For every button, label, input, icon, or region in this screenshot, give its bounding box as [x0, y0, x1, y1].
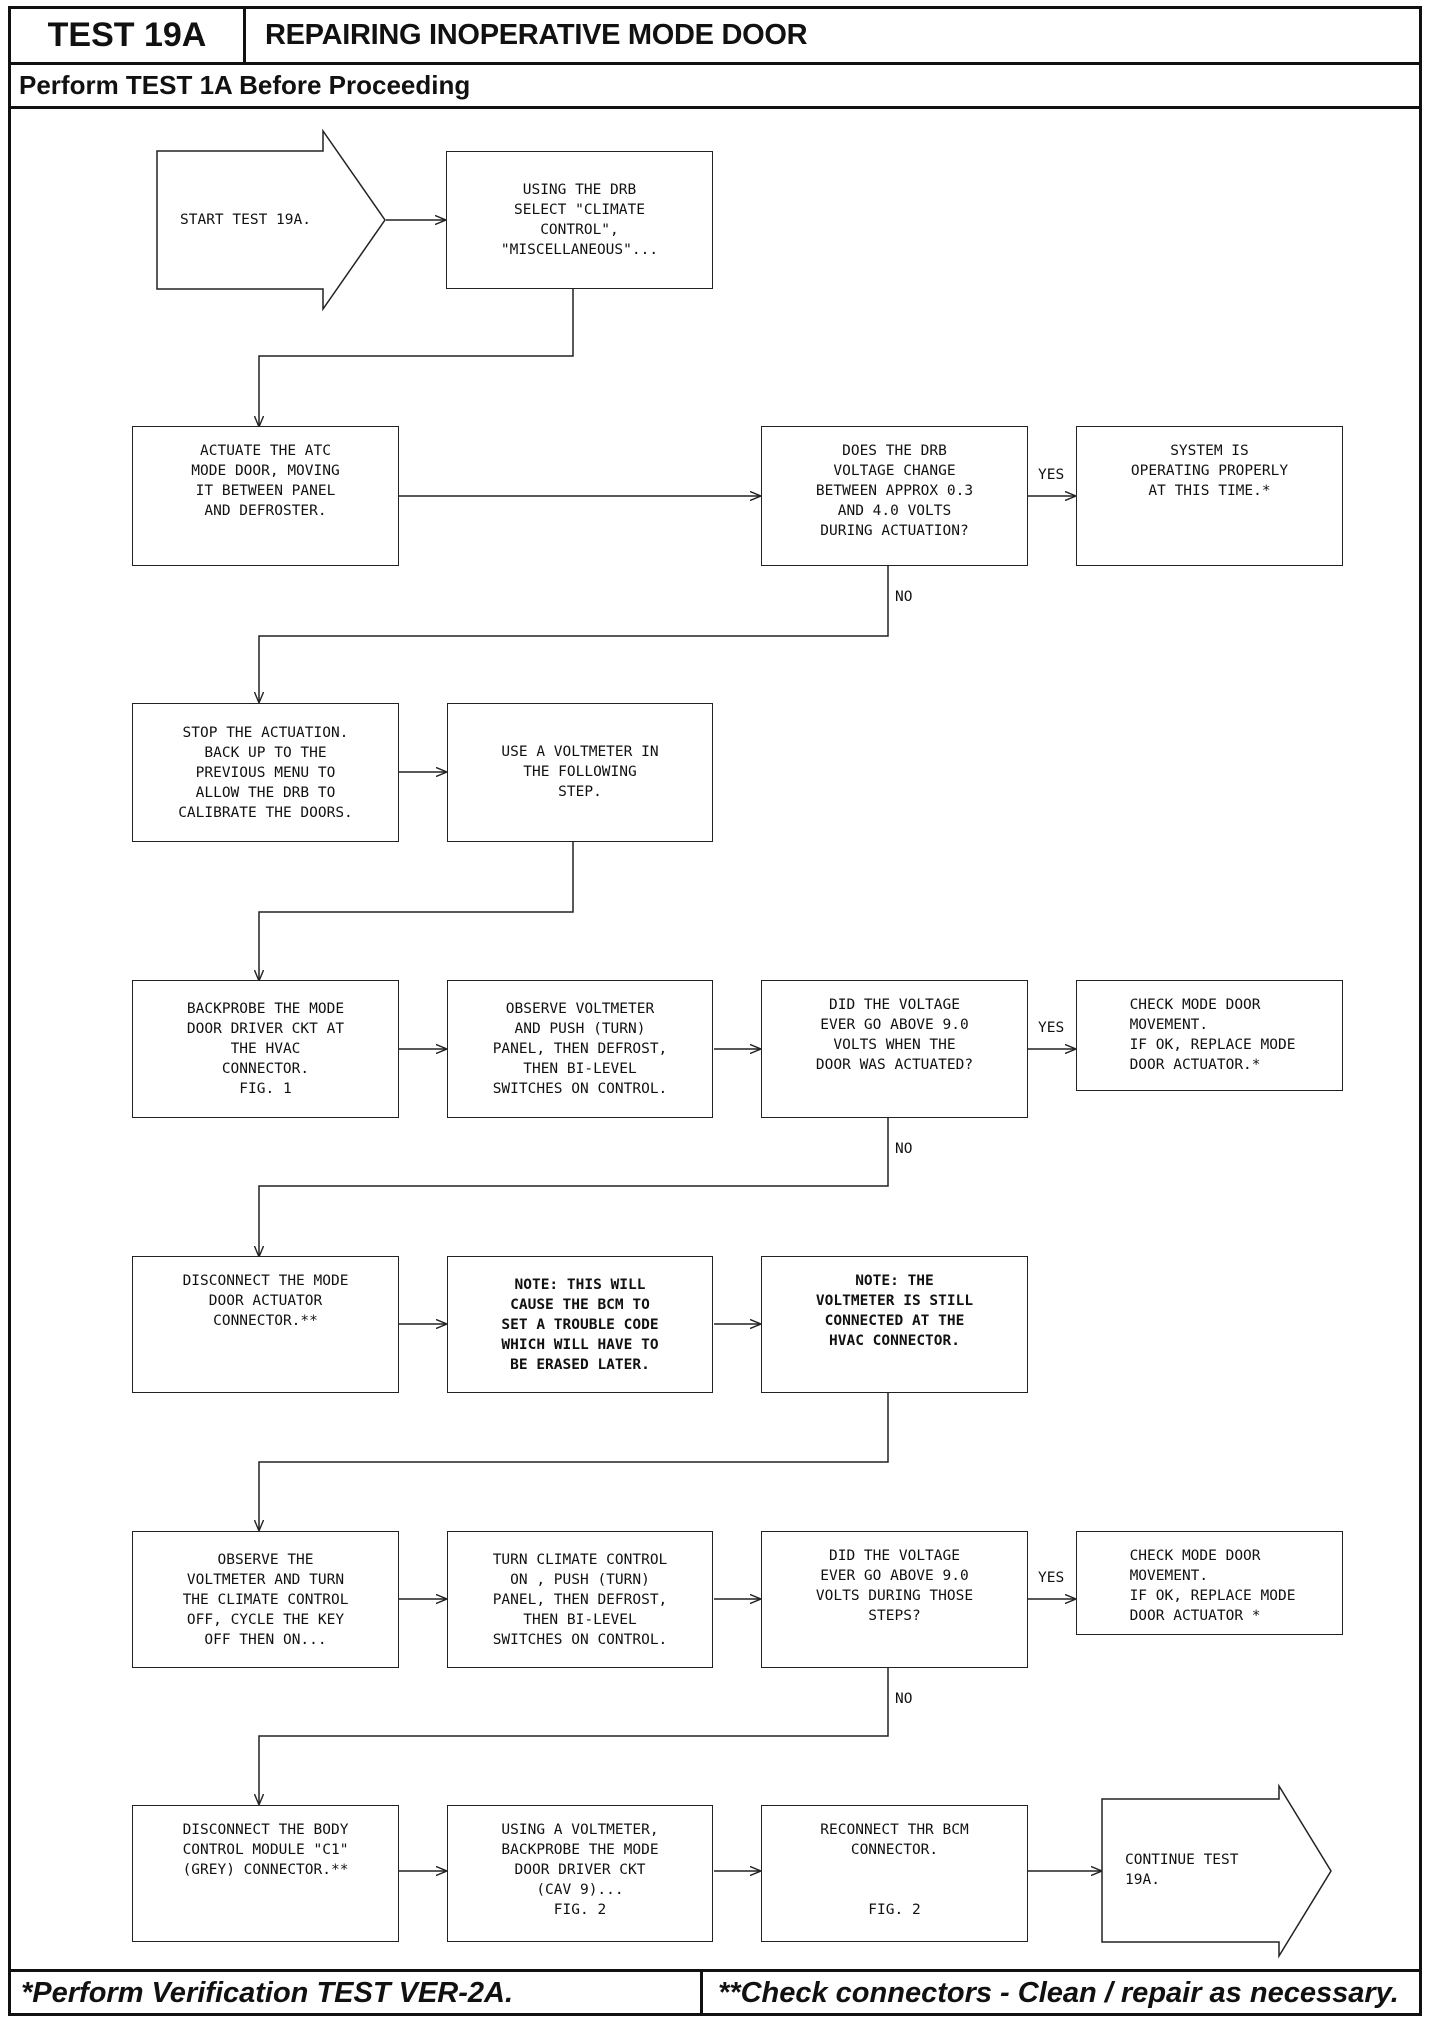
- note-voltmeter-connected: NOTE: THE VOLTMETER IS STILL CONNECTED A…: [761, 1256, 1028, 1393]
- question-above-9v-actuated: DID THE VOLTAGE EVER GO ABOVE 9.0 VOLTS …: [761, 980, 1028, 1118]
- footer-divider: [700, 1972, 703, 2016]
- yes-label-3: YES: [1038, 1570, 1065, 1586]
- note-trouble-code: NOTE: THIS WILL CAUSE THE BCM TO SET A T…: [447, 1256, 713, 1393]
- step-disconnect-actuator: DISCONNECT THE MODE DOOR ACTUATOR CONNEC…: [132, 1256, 399, 1393]
- step-observe-turn-off: OBSERVE THE VOLTMETER AND TURN THE CLIMA…: [132, 1531, 399, 1668]
- step-drb-select: USING THE DRB SELECT "CLIMATE CONTROL", …: [446, 151, 713, 289]
- connector-q1-no: [259, 566, 889, 702]
- connector-q3-no: [259, 1668, 889, 1804]
- prerequisite-row: Perform TEST 1A Before Proceeding: [11, 65, 1419, 109]
- step-backprobe-hvac: BACKPROBE THE MODE DOOR DRIVER CKT AT TH…: [132, 980, 399, 1118]
- continue-arrow-shape: [1101, 1783, 1332, 1959]
- step-disconnect-bcm: DISCONNECT THE BODY CONTROL MODULE "C1" …: [132, 1805, 399, 1942]
- step-observe-push: OBSERVE VOLTMETER AND PUSH (TURN) PANEL,…: [447, 980, 713, 1118]
- footer-row: *Perform Verification TEST VER-2A. **Che…: [11, 1969, 1419, 2016]
- no-label-2: NO: [895, 1141, 913, 1157]
- footer-connector-note: **Check connectors - Clean / repair as n…: [718, 1977, 1399, 2009]
- question-drb-voltage: DOES THE DRB VOLTAGE CHANGE BETWEEN APPR…: [761, 426, 1028, 566]
- page-frame: TEST 19A REPAIRING INOPERATIVE MODE DOOR…: [8, 6, 1422, 2016]
- header-row: TEST 19A REPAIRING INOPERATIVE MODE DOOR: [11, 9, 1419, 65]
- result-system-ok: SYSTEM IS OPERATING PROPERLY AT THIS TIM…: [1076, 426, 1343, 566]
- step-actuate-door: ACTUATE THE ATC MODE DOOR, MOVING IT BET…: [132, 426, 399, 566]
- connector-drb-to-actuate: [259, 289, 574, 426]
- no-label-3: NO: [895, 1691, 913, 1707]
- continue-test-label: CONTINUE TEST 19A.: [1125, 1852, 1239, 1888]
- step-turn-climate-on: TURN CLIMATE CONTROL ON , PUSH (TURN) PA…: [447, 1531, 713, 1668]
- no-label-1: NO: [895, 589, 913, 605]
- step-backprobe-cav9: USING A VOLTMETER, BACKPROBE THE MODE DO…: [447, 1805, 713, 1942]
- step-stop-actuation: STOP THE ACTUATION. BACK UP TO THE PREVI…: [132, 703, 399, 842]
- step-use-voltmeter: USE A VOLTMETER IN THE FOLLOWING STEP.: [447, 703, 713, 842]
- connector-note2-to-observe-turn: [259, 1393, 889, 1530]
- question-above-9v-steps: DID THE VOLTAGE EVER GO ABOVE 9.0 VOLTS …: [761, 1531, 1028, 1668]
- result-check-door-2: CHECK MODE DOOR MOVEMENT. IF OK, REPLACE…: [1076, 1531, 1343, 1635]
- start-arrow-shape: [156, 128, 386, 312]
- test-title: REPAIRING INOPERATIVE MODE DOOR: [265, 19, 808, 51]
- start-test-label: START TEST 19A.: [180, 212, 311, 228]
- connector-voltmeter-to-backprobe: [259, 842, 574, 980]
- yes-label-2: YES: [1038, 1020, 1065, 1036]
- connector-q2-no: [259, 1118, 889, 1256]
- prerequisite-note: Perform TEST 1A Before Proceeding: [19, 70, 471, 100]
- test-id: TEST 19A: [11, 9, 246, 62]
- result-check-door-1: CHECK MODE DOOR MOVEMENT. IF OK, REPLACE…: [1076, 980, 1343, 1091]
- footer-verification-note: *Perform Verification TEST VER-2A.: [21, 1977, 514, 2009]
- yes-label-1: YES: [1038, 467, 1065, 483]
- step-reconnect-bcm: RECONNECT THR BCM CONNECTOR. FIG. 2: [761, 1805, 1028, 1942]
